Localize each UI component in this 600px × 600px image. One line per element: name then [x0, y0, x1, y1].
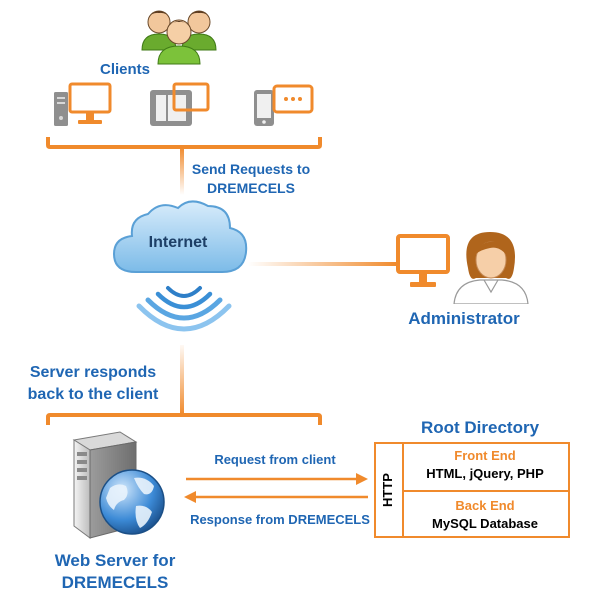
globe-icon [99, 469, 165, 535]
send-requests-label: Send Requests to DREMECELS [176, 160, 326, 198]
users-icon [141, 10, 217, 65]
server-bracket [46, 413, 322, 425]
clients-bracket [46, 137, 322, 149]
administrator-label: Administrator [408, 309, 520, 328]
internet-to-admin-line [248, 262, 398, 266]
front-end-section: Front End HTML, jQuery, PHP [402, 444, 568, 492]
arrow-left-icon [184, 491, 368, 503]
monitor-icon [396, 234, 450, 287]
root-directory-box: HTTP Front End HTML, jQuery, PHP Back En… [374, 442, 570, 538]
send-requests-line2: DREMECELS [207, 180, 295, 196]
back-end-title: Back End [455, 498, 515, 513]
web-server-line2: DREMECELS [61, 573, 169, 592]
tablet-icon [150, 82, 210, 126]
arrow-right-icon [186, 473, 368, 485]
cloud-icon [112, 200, 248, 273]
mobile-icon [254, 84, 314, 126]
clients-to-internet-line [180, 147, 184, 195]
send-requests-line1: Send Requests to [191, 161, 311, 177]
back-end-section: Back End MySQL Database [402, 492, 568, 536]
wifi-signal-icon [136, 286, 232, 332]
internet-to-server-line [180, 345, 184, 415]
server-responds-label: Server responds back to the client [8, 362, 178, 406]
web-server-line1: Web Server for [54, 551, 176, 570]
clients-label: Clients [99, 61, 150, 78]
server-responds-line1: Server responds [29, 364, 157, 381]
internet-label: Internet [148, 234, 208, 251]
web-server-label: Web Server for DREMECELS [30, 550, 200, 594]
protocol-column: HTTP [376, 444, 404, 536]
server-responds-line2: back to the client [27, 386, 159, 403]
desktop-icon [54, 82, 112, 126]
root-directory-title: Root Directory [420, 418, 540, 437]
admin-icon [453, 232, 529, 304]
request-label: Request from client [214, 452, 336, 467]
front-end-body: HTML, jQuery, PHP [426, 466, 544, 481]
response-label: Response from DREMECELS [190, 512, 370, 527]
back-end-body: MySQL Database [432, 516, 538, 531]
front-end-title: Front End [454, 448, 516, 463]
protocol-label: HTTP [380, 473, 395, 507]
